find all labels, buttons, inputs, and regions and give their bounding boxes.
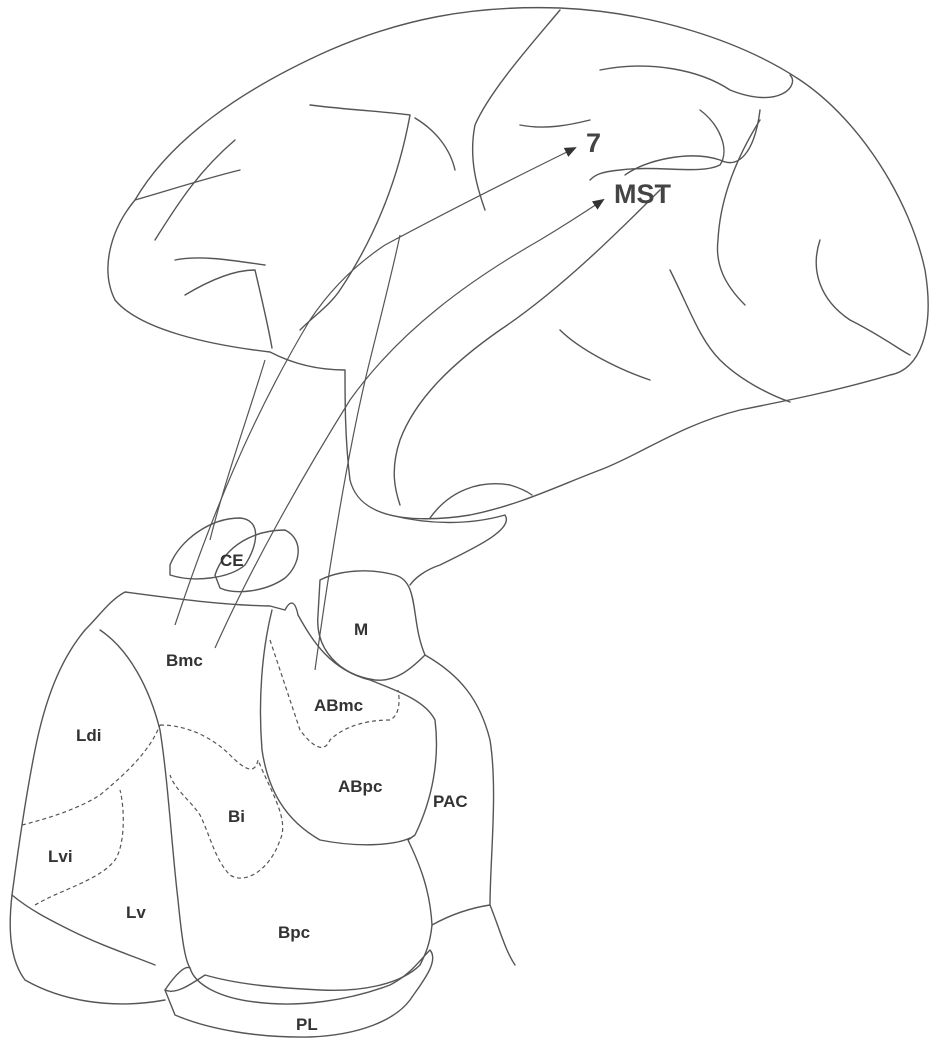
label-lvi: Lvi: [48, 847, 73, 866]
abmc-dashed-border: [270, 640, 399, 747]
temporal-stalk-right: [390, 515, 506, 585]
projection-to-mst: [215, 200, 603, 648]
projection-fiber-central: [315, 235, 400, 670]
pac-lower-border: [432, 905, 490, 925]
label-pac: PAC: [433, 792, 468, 811]
label-bmc: Bmc: [166, 651, 203, 670]
outer-amygdala: [85, 592, 436, 991]
sulcus-6: [415, 118, 455, 170]
label-lv: Lv: [126, 903, 146, 922]
label-bi: Bi: [228, 807, 245, 826]
label-ce: CE: [220, 551, 244, 570]
sulcus-10: [590, 110, 724, 180]
sulcus-1: [135, 170, 240, 200]
amygdala-nuclei: [10, 515, 515, 1037]
temporal-sulcus: [394, 190, 660, 505]
sulcus-11: [625, 110, 760, 175]
label-abpc: ABpc: [338, 777, 382, 796]
sulcus-3: [175, 258, 265, 265]
sulcus-15: [560, 330, 650, 380]
label-area-7: 7: [586, 128, 601, 158]
sulcus-4: [185, 270, 272, 348]
sulcus-7: [473, 10, 560, 210]
hemisphere-outline: [108, 8, 928, 519]
projection-fiber-lateral: [210, 360, 265, 540]
label-m: M: [354, 620, 368, 639]
sulcus-9: [600, 66, 793, 97]
label-abmc: ABmc: [314, 696, 363, 715]
label-ldi: Ldi: [76, 726, 102, 745]
sulcus-14: [670, 270, 790, 402]
sulcus-5: [300, 105, 410, 330]
m-nucleus-outline: [318, 571, 425, 680]
bmc-bpc-border: [260, 610, 410, 845]
label-pl: PL: [296, 1015, 318, 1034]
brain-hemisphere: [108, 8, 928, 519]
sulcus-13: [816, 240, 910, 355]
label-mst: MST: [614, 179, 672, 209]
label-bpc: Bpc: [278, 923, 310, 942]
lateral-outline: [10, 630, 165, 1004]
sulcus-8: [520, 120, 590, 127]
bi-dashed-border: [160, 725, 283, 878]
